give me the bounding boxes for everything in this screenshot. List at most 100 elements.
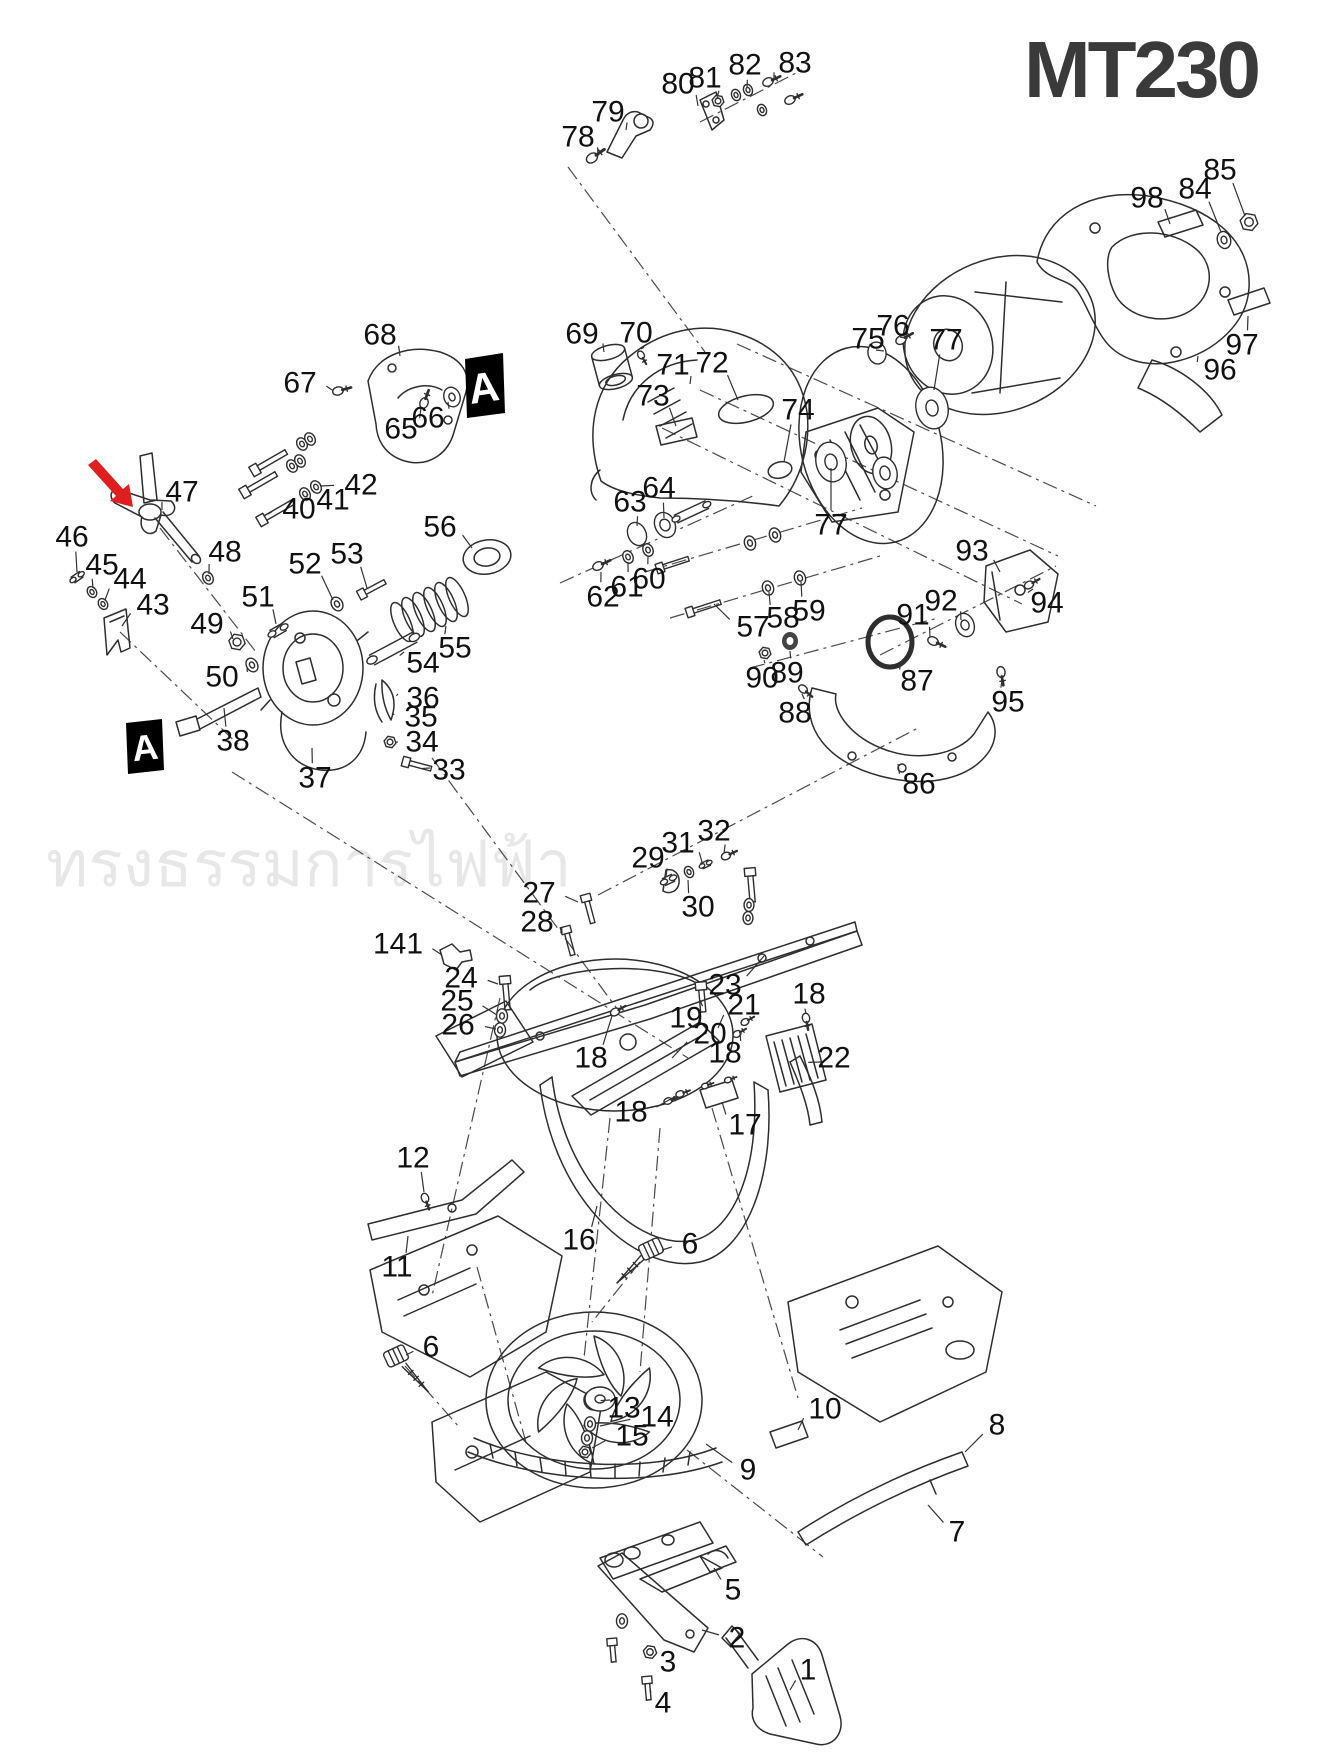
part-number-label: 36 xyxy=(406,682,439,715)
part-number-label: 18 xyxy=(574,1042,607,1075)
leader-line xyxy=(104,588,110,601)
leader-line xyxy=(1232,182,1246,217)
part-number-label: 25 xyxy=(440,985,473,1018)
leader-line xyxy=(395,693,399,697)
dust-nozzle xyxy=(590,343,634,391)
part-number-label: 82 xyxy=(728,49,761,82)
red-callout-arrow xyxy=(88,459,133,507)
part-number-label: 98 xyxy=(1130,182,1163,215)
part-number-label: 80 xyxy=(661,68,694,101)
leader-line xyxy=(1000,679,1003,688)
part-number-label: 62 xyxy=(586,581,619,614)
holder-bar-2 xyxy=(597,1552,709,1653)
part-number-label: 93 xyxy=(955,535,988,568)
detail-marker-a-1: A xyxy=(465,353,505,418)
part-number-label: 78 xyxy=(561,121,594,154)
part-number-label: 24 xyxy=(444,962,477,995)
part-number-label: 84 xyxy=(1178,173,1211,206)
part-number-label: 74 xyxy=(781,394,814,427)
leader-line xyxy=(229,631,234,640)
leader-line xyxy=(267,510,273,515)
leader-line xyxy=(964,1433,984,1453)
part-number-label: 17 xyxy=(728,1109,761,1142)
part-number-label: 66 xyxy=(411,402,444,435)
leader-line xyxy=(899,661,902,670)
part-number-label: 87 xyxy=(900,665,933,698)
leader-line xyxy=(763,659,766,664)
leader-line xyxy=(462,534,473,549)
part-number-label: 141 xyxy=(373,928,423,961)
part-number-label: 70 xyxy=(619,317,652,350)
leader-line xyxy=(599,1418,631,1427)
stopper-plate-43 xyxy=(103,608,131,656)
part-number-label: 3 xyxy=(660,1646,677,1679)
part-number-label: 67 xyxy=(283,367,316,400)
part-number-label: 88 xyxy=(778,697,811,730)
leader-line xyxy=(565,895,579,903)
part-number-label: 4 xyxy=(655,1687,672,1720)
leader-line xyxy=(746,955,765,977)
leader-line xyxy=(602,1015,613,1045)
miter-scale-arc xyxy=(467,1451,723,1480)
part-number-label: 21 xyxy=(727,989,760,1022)
part-number-label: 96 xyxy=(1203,354,1236,387)
part-number-label: 5 xyxy=(725,1574,742,1607)
wing-bolt-141 xyxy=(439,943,473,971)
leader-line xyxy=(993,559,1001,573)
leader-line xyxy=(432,948,443,956)
part-number-label: 11 xyxy=(381,1251,412,1284)
part-number-label: 8 xyxy=(989,1409,1006,1442)
part-number-label: 6 xyxy=(423,1331,440,1364)
leader-line xyxy=(713,1567,722,1580)
part-number-label: 22 xyxy=(817,1042,850,1075)
part-number-label: 13 xyxy=(607,1392,640,1425)
leader-line xyxy=(713,603,731,620)
leader-line xyxy=(721,1101,727,1115)
part-number-label: 29 xyxy=(631,842,664,875)
leader-line xyxy=(716,90,720,99)
part-number-label: 35 xyxy=(404,701,437,734)
leader-line xyxy=(484,1025,497,1030)
leader-line xyxy=(321,575,334,601)
leader-line xyxy=(391,712,395,716)
part-number-label: 83 xyxy=(778,47,811,80)
part-number-label: 65 xyxy=(384,413,417,446)
part-number-label: 63 xyxy=(613,486,646,519)
part-number-label: 69 xyxy=(565,318,598,351)
model-title: MT230 xyxy=(1024,25,1258,114)
leader-line xyxy=(668,407,677,427)
grip-knob-1 xyxy=(721,1625,842,1746)
leader-line xyxy=(768,591,771,605)
pointer-17 xyxy=(699,1079,739,1109)
leader-line xyxy=(701,1629,720,1636)
kerf-board-20 xyxy=(571,1021,720,1116)
part-number-label: 53 xyxy=(330,538,363,571)
part-number-label: 46 xyxy=(55,521,88,554)
leader-line xyxy=(662,502,665,519)
part-number-label: 86 xyxy=(902,768,935,801)
marker-letter: A xyxy=(130,726,160,769)
ring-56 xyxy=(462,538,512,576)
part-number-label: 56 xyxy=(423,511,456,544)
leader-line xyxy=(591,1439,607,1449)
leader-line xyxy=(482,1005,498,1016)
leader-line xyxy=(739,1031,742,1041)
thai-watermark: ทรงธรรมการไฟฟ้า xyxy=(46,828,572,902)
leader-line xyxy=(1196,355,1199,363)
part-number-label: 51 xyxy=(241,581,274,614)
part-number-label: 34 xyxy=(405,726,438,759)
part-number-label: 2 xyxy=(729,1622,746,1655)
part-number-label: 38 xyxy=(216,725,249,758)
assembly-axis-lines xyxy=(119,69,1097,1558)
part-number-label: 31 xyxy=(661,827,694,860)
part-number-label: 32 xyxy=(697,815,730,848)
leader-line xyxy=(1164,208,1171,225)
part-number-label: 57 xyxy=(736,611,769,644)
part-number-label: 9 xyxy=(740,1454,757,1487)
leader-line xyxy=(591,1205,598,1228)
part-number-label: 61 xyxy=(610,571,643,604)
part-number-label: 85 xyxy=(1203,154,1236,187)
part-number-label: 45 xyxy=(85,549,118,582)
